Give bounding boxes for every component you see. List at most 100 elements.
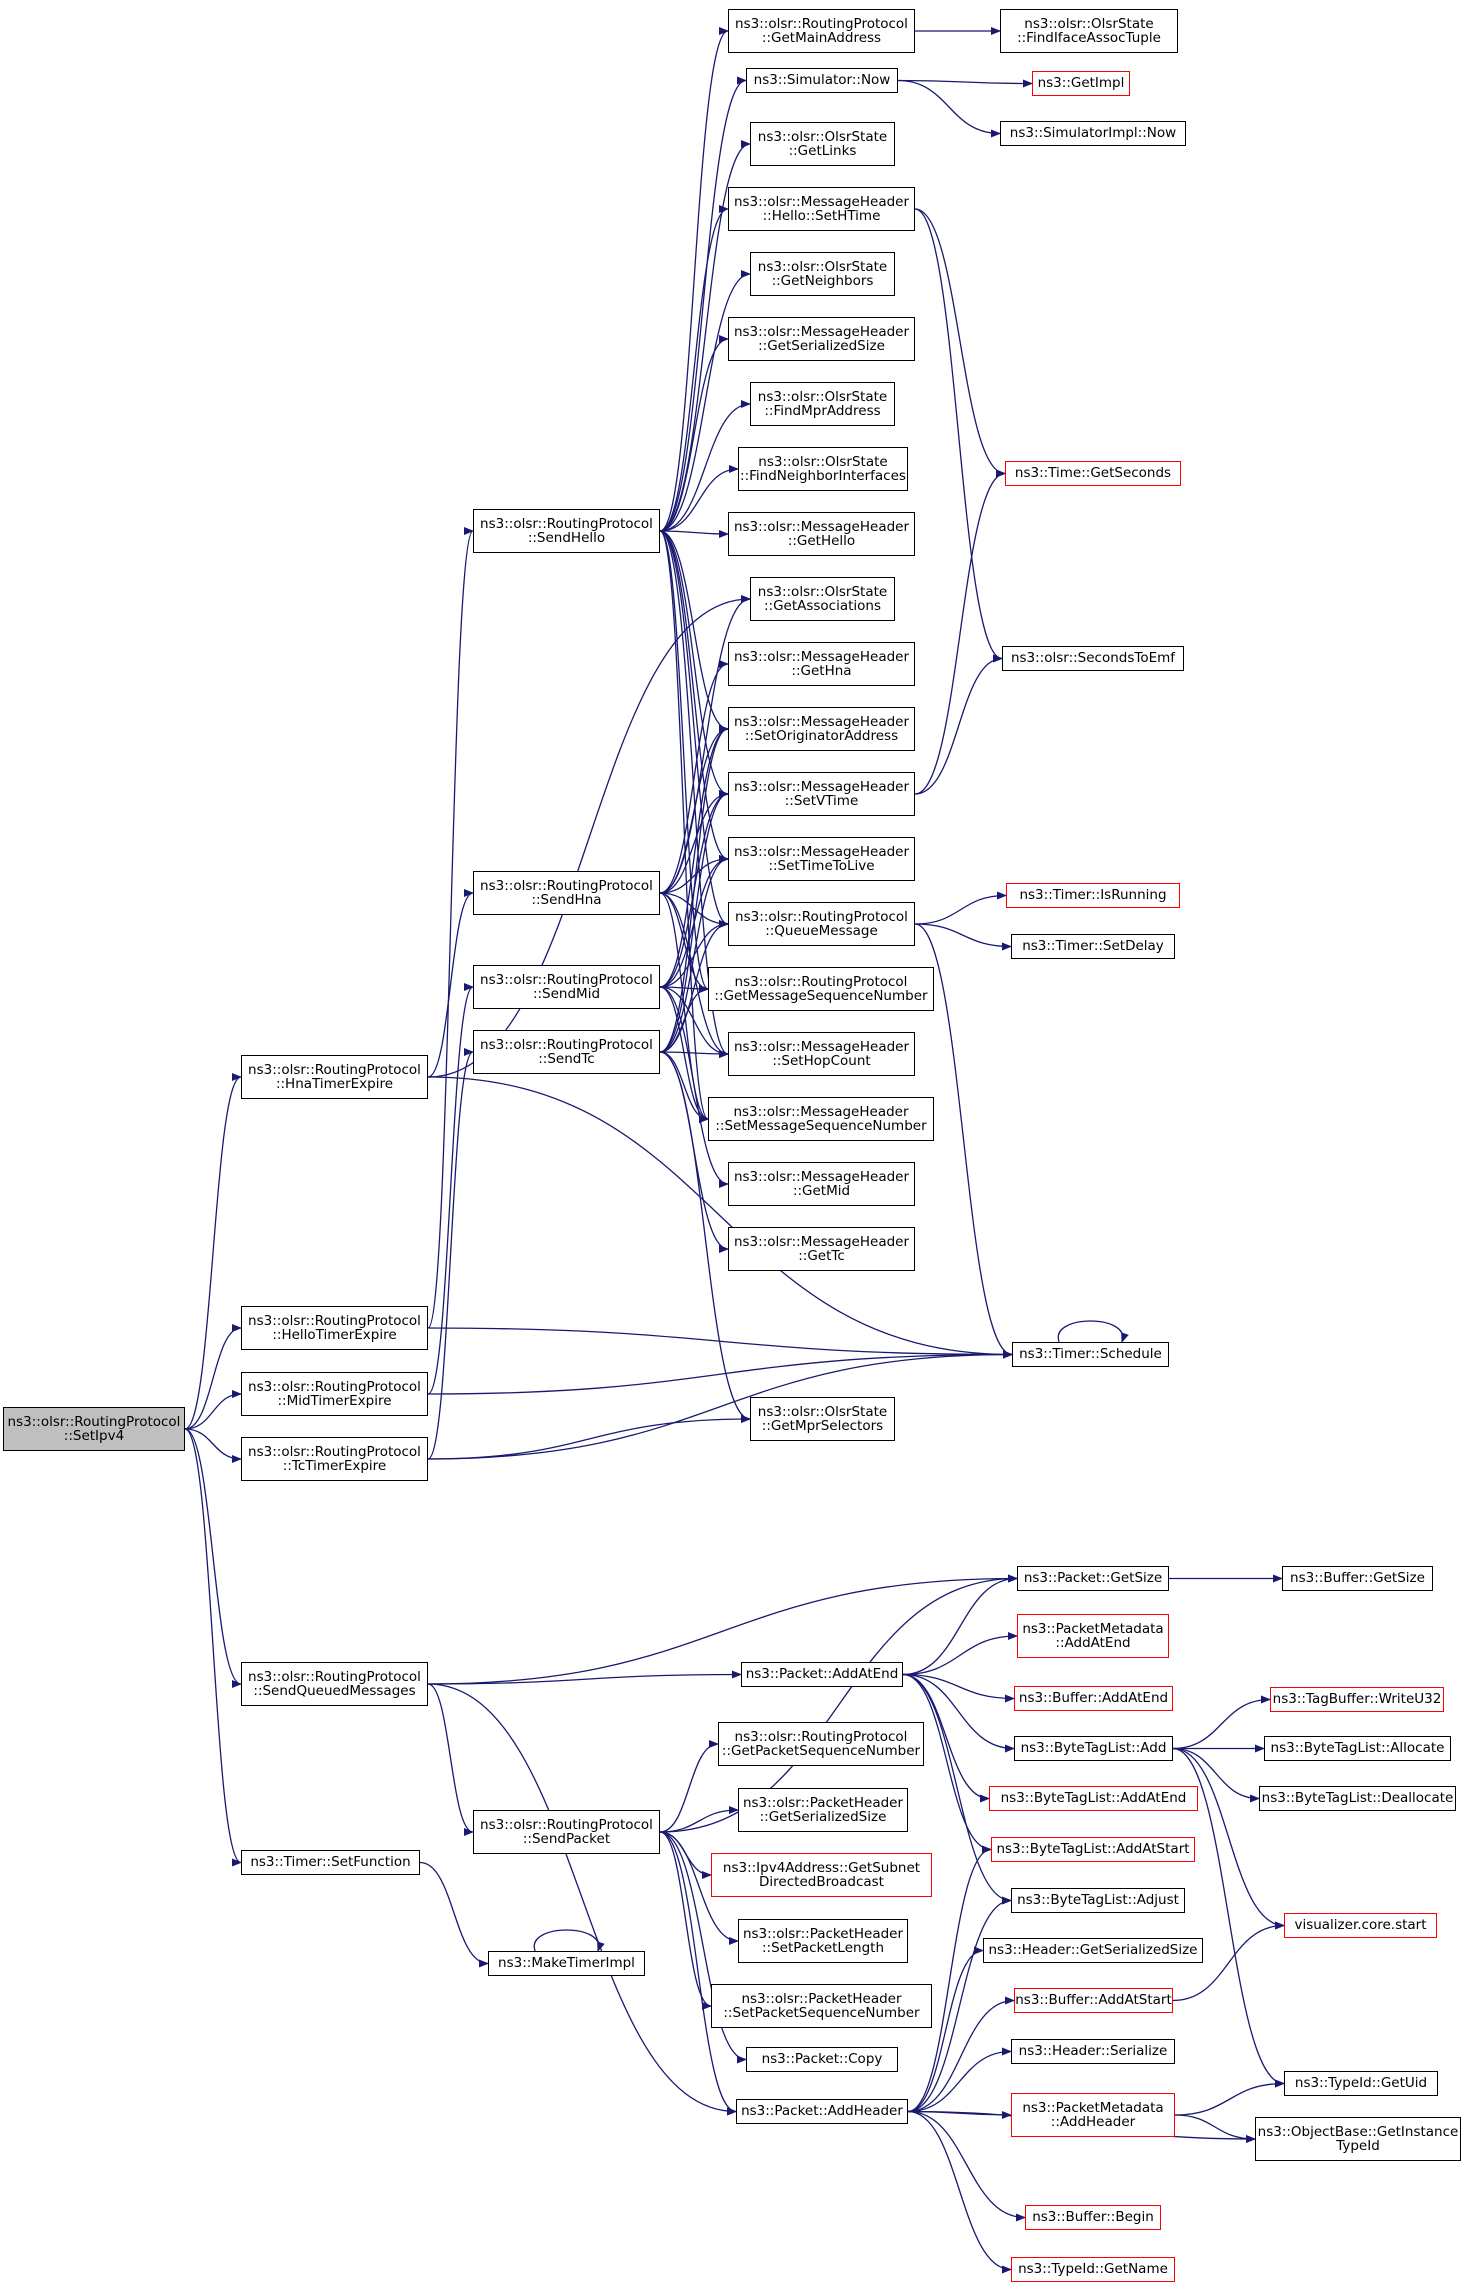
node-sendtc[interactable]: ns3::olsr::RoutingProtocol::SendTc: [473, 1030, 660, 1074]
node-typeidgetuid[interactable]: ns3::TypeId::GetUid: [1284, 2071, 1438, 2096]
node-hnatimerexpire[interactable]: ns3::olsr::RoutingProtocol::HnaTimerExpi…: [241, 1055, 428, 1099]
node-timerisrunning[interactable]: ns3::Timer::IsRunning: [1006, 883, 1180, 908]
edge-sendhello-to-findneighborinterfaces: [659, 465, 739, 532]
node-label-line: ns3::olsr::OlsrState: [757, 388, 888, 405]
node-setpacketlength[interactable]: ns3::olsr::PacketHeader::SetPacketLength: [738, 1919, 908, 1963]
node-midtimerexpire[interactable]: ns3::olsr::RoutingProtocol::MidTimerExpi…: [241, 1372, 428, 1416]
node-getmainaddress[interactable]: ns3::olsr::RoutingProtocol::GetMainAddre…: [728, 9, 915, 53]
node-simimplnow[interactable]: ns3::SimulatorImpl::Now: [1000, 121, 1186, 146]
node-label-line: ns3::olsr::PacketHeader: [742, 1925, 904, 1942]
node-getpacketsequencenumber[interactable]: ns3::olsr::RoutingProtocol::GetPacketSeq…: [718, 1722, 924, 1766]
node-sethopcount[interactable]: ns3::olsr::MessageHeader::SetHopCount: [728, 1032, 915, 1076]
node-label-line: ns3::olsr::OlsrState: [757, 1403, 888, 1420]
node-queuemessage[interactable]: ns3::olsr::RoutingProtocol::QueueMessage: [728, 902, 915, 946]
node-label-line: ns3::olsr::RoutingProtocol: [480, 1816, 653, 1833]
node-label-line: ns3::olsr::OlsrState: [1024, 15, 1154, 32]
node-findneighborinterfaces[interactable]: ns3::olsr::OlsrState::FindNeighborInterf…: [738, 447, 908, 491]
node-gethna[interactable]: ns3::olsr::MessageHeader::GetHna: [728, 642, 915, 686]
node-label-line: ns3::Buffer::AddAtStart: [1015, 1992, 1172, 2009]
node-visualizerstart[interactable]: visualizer.core.start: [1284, 1913, 1437, 1938]
node-sendqueuedmessages[interactable]: ns3::olsr::RoutingProtocol::SendQueuedMe…: [241, 1662, 428, 1706]
node-btladd[interactable]: ns3::ByteTagList::Add: [1014, 1736, 1173, 1761]
node-mhgetserializedsize[interactable]: ns3::olsr::MessageHeader::GetSerializedS…: [728, 317, 915, 361]
node-timerschedule[interactable]: ns3::Timer::Schedule: [1012, 1342, 1169, 1367]
node-label-line: ns3::Header::GetSerializedSize: [988, 1942, 1198, 1959]
node-btldeallocate[interactable]: ns3::ByteTagList::Deallocate: [1259, 1786, 1456, 1811]
node-secondstoemf[interactable]: ns3::olsr::SecondsToEmf: [1002, 646, 1184, 671]
edge-setipv4-to-midtimerexpire: [184, 1390, 242, 1430]
node-gettc[interactable]: ns3::olsr::MessageHeader::GetTc: [728, 1227, 915, 1271]
node-getneighbors[interactable]: ns3::olsr::OlsrState::GetNeighbors: [750, 252, 895, 296]
node-setpacketsequencenumber[interactable]: ns3::olsr::PacketHeader::SetPacketSequen…: [711, 1984, 932, 2028]
node-sendpacket[interactable]: ns3::olsr::RoutingProtocol::SendPacket: [473, 1810, 660, 1854]
node-headerserialize[interactable]: ns3::Header::Serialize: [1011, 2039, 1175, 2064]
node-findmpraddress[interactable]: ns3::olsr::OlsrState::FindMprAddress: [750, 382, 895, 426]
node-hellotimerexpire[interactable]: ns3::olsr::RoutingProtocol::HelloTimerEx…: [241, 1306, 428, 1350]
node-maketimerimpl[interactable]: ns3::MakeTimerImpl: [488, 1951, 645, 1976]
node-bufferbegin[interactable]: ns3::Buffer::Begin: [1025, 2205, 1161, 2230]
edge-sendpacket-to-setpacketsequencenumber: [659, 1831, 712, 2010]
node-label-line: ns3::PacketMetadata: [1022, 1620, 1164, 1637]
node-getmprselectors[interactable]: ns3::olsr::OlsrState::GetMprSelectors: [750, 1397, 895, 1441]
edge-queuemessage-to-timerschedule: [914, 923, 1013, 1359]
node-label-line: ns3::ByteTagList::Add: [1020, 1740, 1167, 1757]
node-hellosethtime[interactable]: ns3::olsr::MessageHeader::Hello::SetHTim…: [728, 187, 915, 231]
node-label-line: ::SendQueuedMessages: [253, 1683, 416, 1699]
node-pmaddatend[interactable]: ns3::PacketMetadata::AddAtEnd: [1017, 1614, 1169, 1658]
node-sendhna[interactable]: ns3::olsr::RoutingProtocol::SendHna: [473, 871, 660, 915]
node-setvtime[interactable]: ns3::olsr::MessageHeader::SetVTime: [728, 772, 915, 816]
edge-sendhello-to-queuemessage: [659, 530, 729, 928]
node-gethello[interactable]: ns3::olsr::MessageHeader::GetHello: [728, 512, 915, 556]
node-getlinks[interactable]: ns3::olsr::OlsrState::GetLinks: [750, 122, 895, 166]
node-btladjust[interactable]: ns3::ByteTagList::Adjust: [1011, 1888, 1185, 1913]
node-label-line: ns3::olsr::RoutingProtocol: [248, 1668, 421, 1685]
node-packetaddheader[interactable]: ns3::Packet::AddHeader: [736, 2099, 908, 2124]
node-packetaddatend[interactable]: ns3::Packet::AddAtEnd: [741, 1662, 903, 1687]
node-phgetserializedsize[interactable]: ns3::olsr::PacketHeader::GetSerializedSi…: [738, 1788, 908, 1832]
edge-packetaddheader-to-headerserialize: [907, 2047, 1012, 2113]
node-bufferaddatend[interactable]: ns3::Buffer::AddAtEnd: [1014, 1686, 1173, 1711]
node-simnow[interactable]: ns3::Simulator::Now: [746, 68, 898, 93]
node-buffergetsize[interactable]: ns3::Buffer::GetSize: [1282, 1566, 1433, 1591]
edge-sendtc-to-settimetolive: [659, 855, 729, 1053]
node-typeidgetname[interactable]: ns3::TypeId::GetName: [1011, 2257, 1175, 2282]
node-btlallocate[interactable]: ns3::ByteTagList::Allocate: [1264, 1736, 1451, 1761]
node-getassociations[interactable]: ns3::olsr::OlsrState::GetAssociations: [750, 577, 895, 621]
node-btladdatstart[interactable]: ns3::ByteTagList::AddAtStart: [991, 1837, 1195, 1862]
node-findifaceassoctuple[interactable]: ns3::olsr::OlsrState::FindIfaceAssocTupl…: [1000, 9, 1178, 53]
node-setmessagesequencenumber[interactable]: ns3::olsr::MessageHeader::SetMessageSequ…: [708, 1097, 934, 1141]
node-sendmid[interactable]: ns3::olsr::RoutingProtocol::SendMid: [473, 965, 660, 1009]
edge-hellosethtime-to-timegetseconds: [914, 208, 1006, 478]
node-btladdatend[interactable]: ns3::ByteTagList::AddAtEnd: [989, 1786, 1198, 1811]
edge-sendqueuedmessages-to-sendpacket: [427, 1683, 474, 1836]
node-setoriginatoraddress[interactable]: ns3::olsr::MessageHeader::SetOriginatorA…: [728, 707, 915, 751]
node-getmessagesequencenumber[interactable]: ns3::olsr::RoutingProtocol::GetMessageSe…: [708, 967, 934, 1011]
node-tagbufferwriteu32[interactable]: ns3::TagBuffer::WriteU32: [1270, 1687, 1444, 1712]
edge-sendhello-to-gethello: [659, 529, 729, 538]
edge-sendhna-to-setoriginatoraddress: [659, 725, 729, 894]
edge-btladd-to-typeidgetuid: [1172, 1747, 1285, 2088]
node-setipv4[interactable]: ns3::olsr::RoutingProtocol::SetIpv4: [3, 1407, 185, 1451]
node-settimetolive[interactable]: ns3::olsr::MessageHeader::SetTimeToLive: [728, 837, 915, 881]
node-pmaddheader[interactable]: ns3::PacketMetadata::AddHeader: [1011, 2093, 1175, 2137]
node-getimpl[interactable]: ns3::GetImpl: [1032, 71, 1130, 96]
edge-sendhello-to-findmpraddress: [659, 400, 751, 532]
edge-btladd-to-tagbufferwriteu32: [1172, 1695, 1271, 1750]
node-headergetserializedsize[interactable]: ns3::Header::GetSerializedSize: [983, 1938, 1203, 1963]
edge-sendmid-to-getmid: [659, 986, 729, 1188]
node-getmid[interactable]: ns3::olsr::MessageHeader::GetMid: [728, 1162, 915, 1206]
edge-sendpacket-to-getpacketsequencenumber: [659, 1740, 719, 1833]
node-tctimerexpire[interactable]: ns3::olsr::RoutingProtocol::TcTimerExpir…: [241, 1437, 428, 1481]
node-timersetfunction[interactable]: ns3::Timer::SetFunction: [241, 1850, 420, 1875]
node-packetcopy[interactable]: ns3::Packet::Copy: [746, 2047, 898, 2072]
edge-sendhna-to-setvtime: [659, 790, 729, 894]
node-packetgetsize[interactable]: ns3::Packet::GetSize: [1017, 1566, 1169, 1591]
node-label-line: ::FindNeighborInterfaces: [740, 468, 906, 484]
node-timegetseconds[interactable]: ns3::Time::GetSeconds: [1005, 461, 1181, 486]
node-bufferaddatstart[interactable]: ns3::Buffer::AddAtStart: [1014, 1988, 1173, 2013]
node-timersetdelay[interactable]: ns3::Timer::SetDelay: [1011, 934, 1175, 959]
node-sendhello[interactable]: ns3::olsr::RoutingProtocol::SendHello: [473, 509, 660, 553]
node-label-line: ns3::olsr::RoutingProtocol: [734, 1728, 908, 1745]
